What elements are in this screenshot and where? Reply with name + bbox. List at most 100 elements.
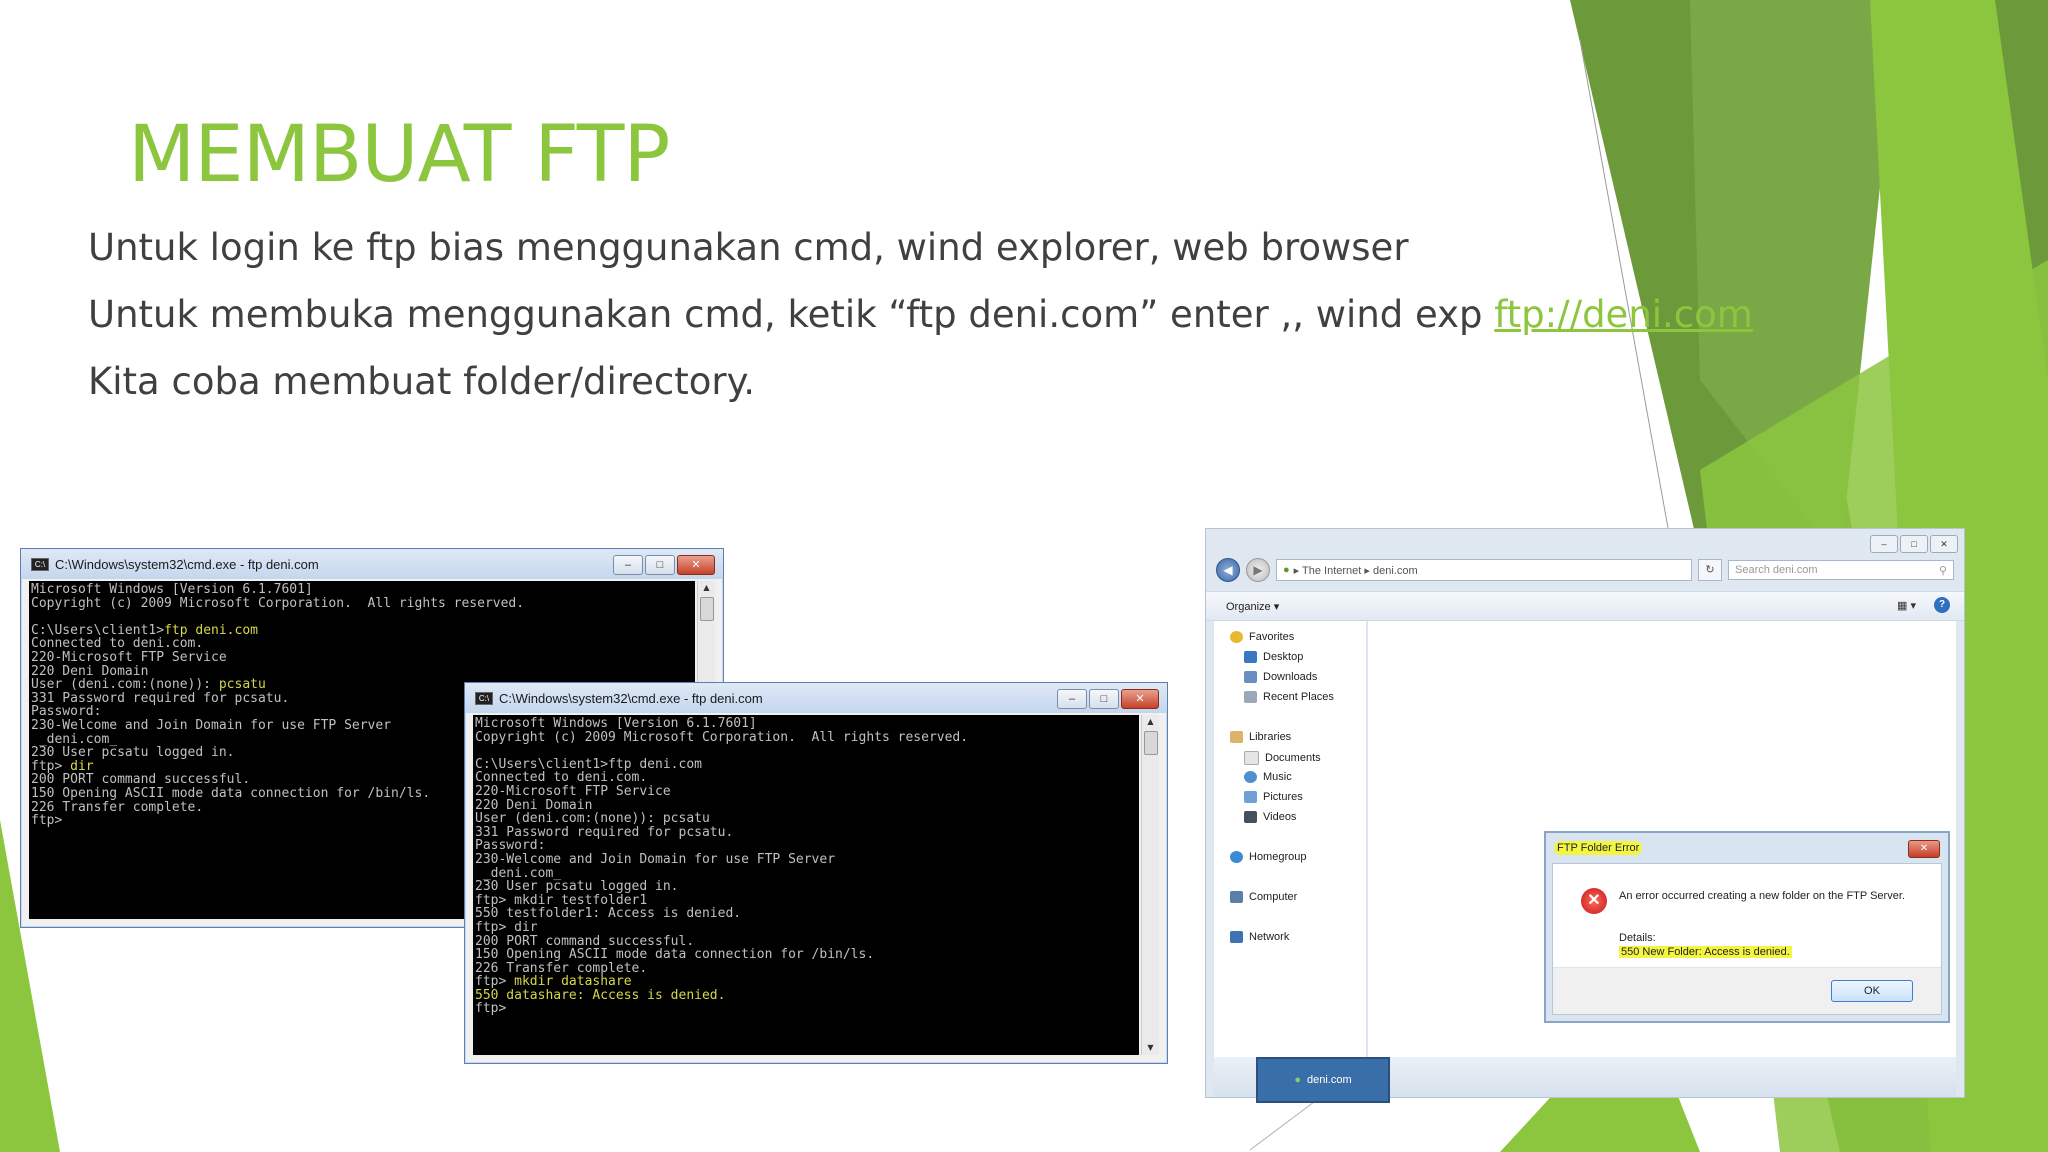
console-line: Password: [475, 839, 1137, 853]
content-pane[interactable]: FTP Folder Error ✕ ✕ An error occurred c… [1368, 621, 1956, 1057]
back-icon[interactable]: ◀ [1216, 558, 1240, 582]
minimize-button[interactable]: – [1057, 689, 1087, 709]
computer-icon [1230, 891, 1243, 903]
internet-icon: ● [1283, 564, 1290, 576]
forward-icon[interactable]: ▶ [1246, 558, 1270, 582]
console-text: mkdir datashare [514, 974, 632, 990]
nav-network[interactable]: Network [1230, 931, 1289, 943]
console-line: 150 Opening ASCII mode data connection f… [475, 948, 1137, 962]
address-field[interactable]: ● ▸ The Internet ▸ deni.com [1276, 559, 1692, 581]
selected-location[interactable]: ● deni.com [1256, 1057, 1390, 1103]
scroll-down-icon[interactable]: ▼ [1147, 1043, 1154, 1052]
console-line: C:\Users\client1>ftp deni.com [475, 756, 1137, 772]
console-line: 331 Password required for pcsatu. [475, 824, 1137, 840]
scroll-thumb[interactable] [1144, 731, 1158, 755]
console-text: Microsoft Windows [Version 6.1.7601] [31, 582, 313, 597]
cmd-window-1-titlebar[interactable]: C:\ C:\Windows\system32\cmd.exe - ftp de… [21, 549, 723, 579]
dialog-body: ✕ An error occurred creating a new folde… [1552, 863, 1942, 1015]
console-text: Password: [475, 838, 546, 854]
cmd-icon: C:\ [475, 691, 493, 705]
console-text: ftp> [475, 1001, 507, 1017]
cmd-window-2-console[interactable]: Microsoft Windows [Version 6.1.7601]Copy… [473, 715, 1139, 1055]
console-text: ftp deni.com [164, 622, 258, 638]
breadcrumb: ▸ The Internet ▸ deni.com [1293, 564, 1418, 577]
cmd-icon: C:\ [31, 557, 49, 571]
downloads-icon [1244, 671, 1257, 683]
music-icon [1244, 771, 1257, 783]
nav-pictures[interactable]: Pictures [1244, 791, 1303, 803]
maximize-button[interactable]: □ [645, 555, 675, 575]
console-text: 331 Password required for pcsatu. [475, 824, 734, 840]
close-icon[interactable]: ✕ [1908, 840, 1940, 858]
console-text: C:\Users\client1>ftp deni.com [475, 756, 702, 772]
console-line: _deni.com_ [475, 865, 1137, 881]
refresh-icon[interactable]: ↻ [1698, 559, 1722, 581]
console-line: Microsoft Windows [Version 6.1.7601] [31, 583, 693, 597]
nav-documents[interactable]: Documents [1244, 751, 1321, 765]
search-placeholder: Search deni.com [1735, 564, 1818, 576]
nav-recent-places[interactable]: Recent Places [1244, 691, 1334, 703]
console-text: _deni.com_ [31, 731, 118, 747]
nav-videos[interactable]: Videos [1244, 811, 1296, 823]
console-line: ftp> mkdir testfolder1 [475, 892, 1137, 908]
console-text: dir [70, 758, 94, 774]
nav-desktop[interactable]: Desktop [1244, 651, 1303, 663]
console-text: 550 datashare: Access is denied. [475, 987, 726, 1003]
maximize-button[interactable]: □ [1900, 535, 1928, 553]
console-line: 226 Transfer complete. [475, 961, 1137, 976]
error-details: 550 New Folder: Access is denied. [1619, 946, 1792, 958]
help-icon[interactable]: ? [1934, 597, 1950, 613]
explorer-window[interactable]: – □ ✕ ◀ ▶ ● ▸ The Internet ▸ deni.com ↻ … [1205, 528, 1965, 1103]
address-bar: ◀ ▶ ● ▸ The Internet ▸ deni.com ↻ Search… [1216, 557, 1954, 583]
nav-computer[interactable]: Computer [1230, 891, 1297, 903]
nav-favorites[interactable]: Favorites [1230, 631, 1294, 643]
maximize-button[interactable]: □ [1089, 689, 1119, 709]
console-text: 220 Deni Domain [31, 663, 149, 679]
console-text: Copyright (c) 2009 Microsoft Corporation… [475, 729, 969, 745]
details-pane: ● deni.com [1214, 1057, 1956, 1103]
cmd-window-2-titlebar[interactable]: C:\ C:\Windows\system32\cmd.exe - ftp de… [465, 683, 1167, 713]
scroll-up-icon[interactable]: ▲ [703, 583, 710, 592]
scroll-thumb[interactable] [700, 597, 714, 621]
search-icon: ⚲ [1938, 564, 1947, 577]
error-message: An error occurred creating a new folder … [1619, 890, 1905, 902]
console-text: Copyright (c) 2009 Microsoft Corporation… [31, 595, 525, 611]
console-prompt: User (deni.com:(none)): [31, 677, 219, 693]
console-line: 220 Deni Domain [475, 798, 1137, 813]
nav-homegroup[interactable]: Homegroup [1230, 851, 1306, 863]
organize-button[interactable]: Organize ▾ [1226, 600, 1280, 613]
details-label: Details: [1619, 932, 1656, 944]
cmd-window-1-title: C:\Windows\system32\cmd.exe - ftp deni.c… [55, 556, 319, 572]
nav-music[interactable]: Music [1244, 771, 1292, 783]
close-button[interactable]: ✕ [1930, 535, 1958, 553]
console-text: _deni.com_ [475, 865, 562, 881]
console-text: ftp> mkdir testfolder1 [475, 892, 648, 908]
console-text: 150 Opening ASCII mode data connection f… [31, 785, 431, 801]
console-line: 230 User pcsatu logged in. [475, 880, 1137, 894]
views-icon[interactable]: ▦ ▾ [1897, 599, 1916, 612]
console-text: ftp> [31, 813, 63, 829]
nav-libraries[interactable]: Libraries [1230, 731, 1291, 743]
console-line: 550 datashare: Access is denied. [475, 989, 1137, 1003]
console-text: 150 Opening ASCII mode data connection f… [475, 947, 875, 963]
console-line: Password: [31, 705, 693, 719]
minimize-button[interactable]: – [613, 555, 643, 575]
cmd-window-2[interactable]: C:\ C:\Windows\system32\cmd.exe - ftp de… [464, 682, 1168, 1064]
nav-downloads[interactable]: Downloads [1244, 671, 1317, 683]
console-text: 226 Transfer complete. [31, 799, 204, 815]
ftp-site-icon: ● [1294, 1074, 1301, 1086]
close-button[interactable]: ✕ [1121, 689, 1159, 709]
console-line [475, 744, 1137, 758]
ftp-link[interactable]: ftp://deni.com [1494, 293, 1753, 336]
console-line: User (deni.com:(none)): pcsatu [475, 812, 1137, 826]
minimize-button[interactable]: – [1870, 535, 1898, 553]
ok-button[interactable]: OK [1831, 980, 1913, 1002]
console-line: Connected to deni.com. [31, 637, 693, 651]
scroll-up-icon[interactable]: ▲ [1147, 717, 1154, 726]
search-input[interactable]: Search deni.com ⚲ [1728, 560, 1954, 580]
console-line: 230-Welcome and Join Domain for use FTP … [475, 853, 1137, 867]
close-button[interactable]: ✕ [677, 555, 715, 575]
cmd-window-2-scrollbar[interactable]: ▲ ▼ [1141, 715, 1159, 1055]
error-icon: ✕ [1581, 888, 1607, 914]
console-line: 220-Microsoft FTP Service [31, 651, 693, 665]
